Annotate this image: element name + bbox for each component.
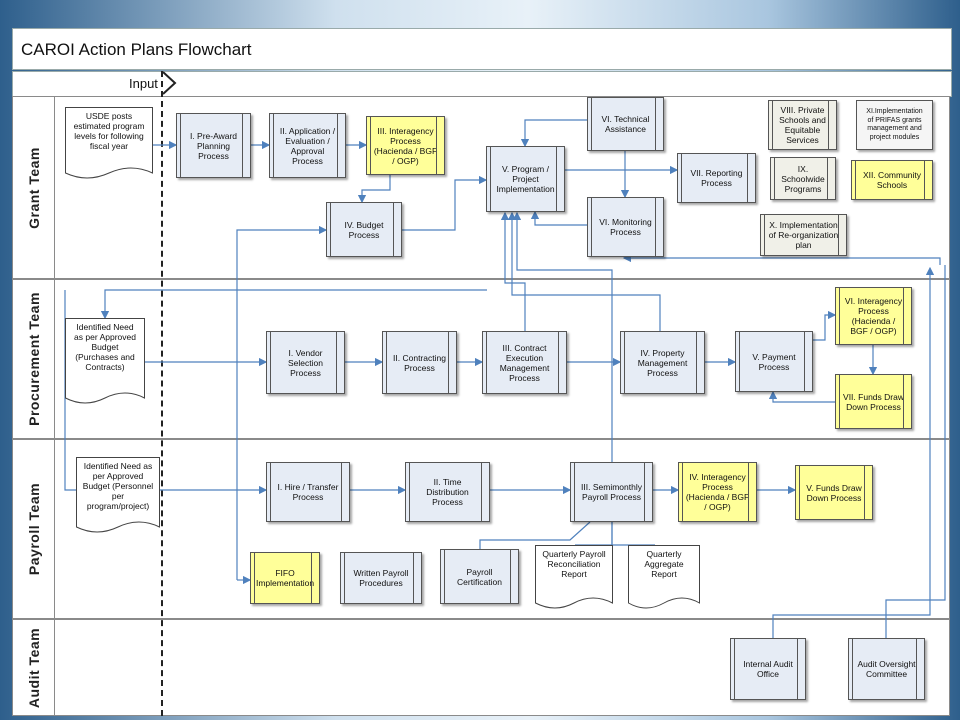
monitoring-process-box[interactable]: VI. Monitoring Process — [587, 197, 664, 257]
prifas-implementation-box[interactable]: XI.Implementation of PRIFAS grants manag… — [856, 100, 933, 150]
quarterly-aggregate-document: Quarterly Aggregate Report — [628, 545, 700, 613]
property-management-box[interactable]: IV. Property Management Process — [620, 331, 705, 394]
fifo-implementation-box[interactable]: FIFO Implementation — [250, 552, 320, 604]
payroll-certification-label: Payroll Certification — [457, 566, 502, 587]
vendor-selection-label: I. Vendor Selection Process — [288, 347, 323, 378]
technical-assistance-label: VI. Technical Assistance — [601, 114, 650, 134]
payroll-funds-draw-box[interactable]: V. Funds Draw Down Process — [795, 465, 873, 520]
procurement-funds-draw-label: VII. Funds Draw Down Process — [843, 391, 904, 412]
semimonthly-payroll-label: III. Semimonthly Payroll Process — [581, 482, 642, 502]
lane-header-payroll: Payroll Team — [13, 440, 55, 618]
community-schools-label: XII. Community Schools — [862, 170, 922, 190]
reporting-process-label: VII. Reporting Process — [690, 168, 743, 188]
grant-interagency-label: III. Interagency Process (Hacienda / BGF… — [373, 125, 438, 166]
written-procedures-box[interactable]: Written Payroll Procedures — [340, 552, 422, 604]
schoolwide-programs-label: IX. Schoolwide Programs — [781, 163, 825, 194]
grant-interagency-box[interactable]: III. Interagency Process (Hacienda / BGF… — [366, 116, 445, 175]
private-schools-label: VIII. Private Schools and Equitable Serv… — [779, 105, 826, 145]
pre-award-planning-label: I. Pre-Award Planning Process — [189, 130, 238, 161]
application-evaluation-label: II. Application / Evaluation / Approval … — [279, 125, 336, 166]
procurement-funds-draw-box[interactable]: VII. Funds Draw Down Process — [835, 374, 912, 429]
payroll-interagency-box[interactable]: IV. Interagency Process (Hacienda / BGF … — [678, 462, 757, 522]
lane-header-procurement: Procurement Team — [13, 280, 55, 438]
community-schools-box[interactable]: XII. Community Schools — [851, 160, 933, 200]
application-evaluation-box[interactable]: II. Application / Evaluation / Approval … — [269, 113, 346, 178]
contract-execution-label: III. Contract Execution Management Proce… — [499, 342, 550, 383]
reorganization-plan-box[interactable]: X. Implementation of Re-organization pla… — [760, 214, 847, 256]
lane-header-grant: Grant Team — [13, 97, 55, 278]
budget-process-box[interactable]: IV. Budget Process — [326, 202, 402, 257]
procurement-interagency-label: VI. Interagency Process (Hacienda / BGF … — [844, 296, 903, 336]
vendor-selection-box[interactable]: I. Vendor Selection Process — [266, 331, 345, 394]
payroll-interagency-label: IV. Interagency Process (Hacienda / BGF … — [685, 472, 750, 512]
quarterly-reconciliation-label: Quarterly Payroll Reconciliation Report — [542, 549, 606, 579]
time-distribution-box[interactable]: II. Time Distribution Process — [405, 462, 490, 522]
procurement-need-document: Identified Need as per Approved Budget (… — [65, 318, 145, 408]
payment-process-label: V. Payment Process — [752, 351, 796, 372]
input-divider — [161, 71, 163, 716]
hire-transfer-box[interactable]: I. Hire / Transfer Process — [266, 462, 350, 522]
procurement-need-label: Identified Need as per Approved Budget (… — [74, 322, 136, 372]
contract-execution-box[interactable]: III. Contract Execution Management Proce… — [482, 331, 567, 394]
usde-posts-label: USDE posts estimated program levels for … — [73, 111, 145, 151]
budget-process-label: IV. Budget Process — [344, 219, 384, 240]
page-title: CAROI Action Plans Flowchart — [21, 40, 252, 59]
payroll-need-label: Identified Need as per Approved Budget (… — [82, 461, 154, 511]
reorganization-plan-label: X. Implementation of Re-organization pla… — [768, 220, 839, 250]
monitoring-process-label: VI. Monitoring Process — [599, 217, 652, 237]
property-management-label: IV. Property Management Process — [637, 347, 688, 378]
reporting-process-box[interactable]: VII. Reporting Process — [677, 153, 756, 203]
payroll-need-document: Identified Need as per Approved Budget (… — [76, 457, 160, 537]
contracting-process-box[interactable]: II. Contracting Process — [382, 331, 457, 394]
time-distribution-label: II. Time Distribution Process — [426, 477, 469, 507]
quarterly-reconciliation-document: Quarterly Payroll Reconciliation Report — [535, 545, 613, 613]
pre-award-planning-box[interactable]: I. Pre-Award Planning Process — [176, 113, 251, 178]
audit-oversight-box[interactable]: Audit Oversight Committee — [848, 638, 925, 700]
written-procedures-label: Written Payroll Procedures — [353, 568, 409, 588]
lane-header-audit: Audit Team — [13, 620, 55, 715]
program-implementation-label: V. Program / Project Implementation — [496, 164, 555, 194]
procurement-interagency-box[interactable]: VI. Interagency Process (Hacienda / BGF … — [835, 287, 912, 345]
internal-audit-box[interactable]: Internal Audit Office — [730, 638, 806, 700]
audit-oversight-label: Audit Oversight Committee — [857, 659, 916, 679]
quarterly-aggregate-label: Quarterly Aggregate Report — [644, 549, 684, 579]
payment-process-box[interactable]: V. Payment Process — [735, 331, 813, 392]
usde-posts-document: USDE posts estimated program levels for … — [65, 107, 153, 183]
payroll-funds-draw-label: V. Funds Draw Down Process — [806, 482, 862, 503]
semimonthly-payroll-box[interactable]: III. Semimonthly Payroll Process — [570, 462, 653, 522]
internal-audit-label: Internal Audit Office — [743, 659, 793, 679]
contracting-process-label: II. Contracting Process — [393, 352, 446, 373]
title-bar: CAROI Action Plans Flowchart — [12, 28, 952, 70]
hire-transfer-label: I. Hire / Transfer Process — [277, 482, 339, 502]
payroll-certification-box[interactable]: Payroll Certification — [440, 549, 519, 604]
technical-assistance-box[interactable]: VI. Technical Assistance — [587, 97, 664, 151]
schoolwide-programs-box[interactable]: IX. Schoolwide Programs — [770, 157, 836, 200]
fifo-implementation-label: FIFO Implementation — [255, 568, 315, 588]
private-schools-box[interactable]: VIII. Private Schools and Equitable Serv… — [768, 100, 837, 150]
program-implementation-box[interactable]: V. Program / Project Implementation — [486, 146, 565, 212]
prifas-implementation-label: XI.Implementation of PRIFAS grants manag… — [866, 108, 923, 141]
input-label: Input — [129, 76, 158, 91]
